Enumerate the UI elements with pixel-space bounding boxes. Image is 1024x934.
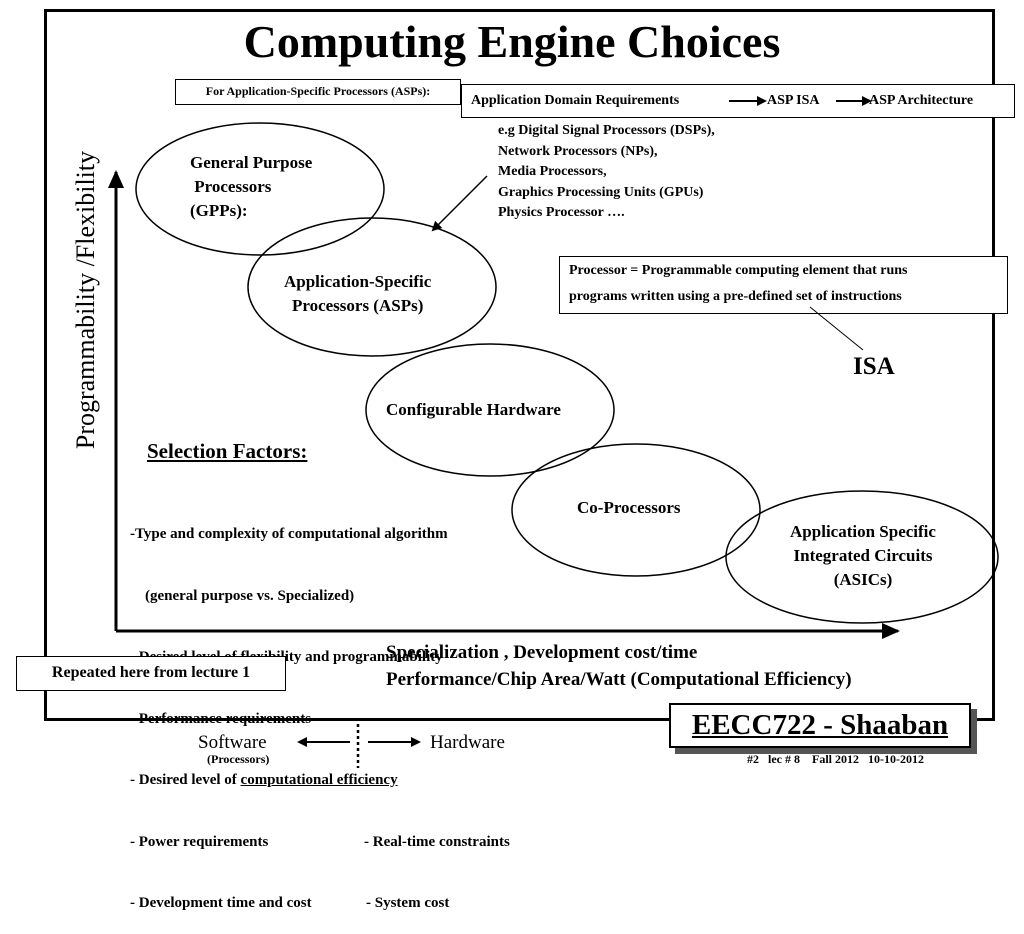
- gpp-ellipse: [135, 122, 385, 256]
- factor-item: - Development time and cost- System cost: [130, 895, 450, 911]
- selection-heading: Selection Factors:: [147, 439, 308, 463]
- isa-callout-line: [809, 306, 864, 351]
- selection-factors-list: -Type and complexity of computational al…: [130, 483, 510, 934]
- course-badge: EECC722 - Shaaban: [669, 703, 971, 748]
- footer-software: Software: [198, 732, 267, 753]
- asp-label-box: For Application-Specific Processors (ASP…: [175, 79, 461, 105]
- factor-item: -Type and complexity of computational al…: [130, 526, 448, 542]
- slide-title: Computing Engine Choices: [243, 16, 781, 67]
- configurable-ellipse: [365, 343, 615, 477]
- isa-label: ISA: [853, 353, 895, 380]
- asp-label: Application-Specific Processors (ASPs): [284, 272, 432, 315]
- computational-efficiency-underlined: computational efficiency: [240, 772, 398, 788]
- processor-def-line2: programs written using a pre-defined set…: [569, 289, 902, 304]
- processor-definition-box: Processor = Programmable computing eleme…: [559, 256, 1008, 314]
- factor-item: - Power requirements- Real-time constrai…: [130, 833, 510, 850]
- chain-step-isa: ASP ISA: [767, 93, 820, 108]
- example-item: Media Processors,: [498, 164, 607, 179]
- coprocessor-ellipse: [511, 443, 761, 577]
- coprocessor-label: Co-Processors: [577, 498, 681, 517]
- factor-item: - Performance requirements: [130, 710, 312, 727]
- slide-frame: [44, 9, 995, 721]
- asp-ellipse: [247, 217, 497, 357]
- asp-label: For Application-Specific Processors (ASP…: [205, 84, 431, 98]
- configurable-label: Configurable Hardware: [386, 400, 561, 419]
- chain-step-requirements: Application Domain Requirements: [471, 93, 680, 108]
- diagram-graphics: [108, 96, 999, 768]
- examples-pointer-arrow: [431, 175, 488, 232]
- example-item: Network Processors (NPs),: [498, 143, 658, 159]
- example-item: Physics Processor ….: [498, 205, 625, 220]
- factor-item: (general purpose vs. Specialized): [130, 587, 355, 604]
- x-axis-label: Specialization , Development cost/time P…: [386, 642, 852, 690]
- factor-item: - Desired level of computational efficie…: [130, 772, 398, 788]
- repeated-note-box: Repeated here from lecture 1: [16, 656, 286, 691]
- processor-def-line1: Processor = Programmable computing eleme…: [569, 263, 908, 278]
- example-item: e.g Digital Signal Processors (DSPs),: [498, 123, 715, 138]
- footer-processors: (Processors): [207, 752, 270, 766]
- footer-lecture-info: #2 lec # 8 Fall 2012 10-10-2012: [747, 752, 924, 766]
- examples-list: e.g Digital Signal Processors (DSPs), Ne…: [498, 121, 715, 224]
- chain-step-architecture: ASP Architecture: [869, 93, 974, 108]
- asic-label: Application Specific Integrated Circuits…: [790, 522, 936, 589]
- example-item: Graphics Processing Units (GPUs): [498, 184, 704, 200]
- footer-hardware: Hardware: [430, 732, 505, 753]
- asic-ellipse: [725, 490, 999, 624]
- gpp-label: General Purpose Processors (GPPs):: [190, 153, 313, 220]
